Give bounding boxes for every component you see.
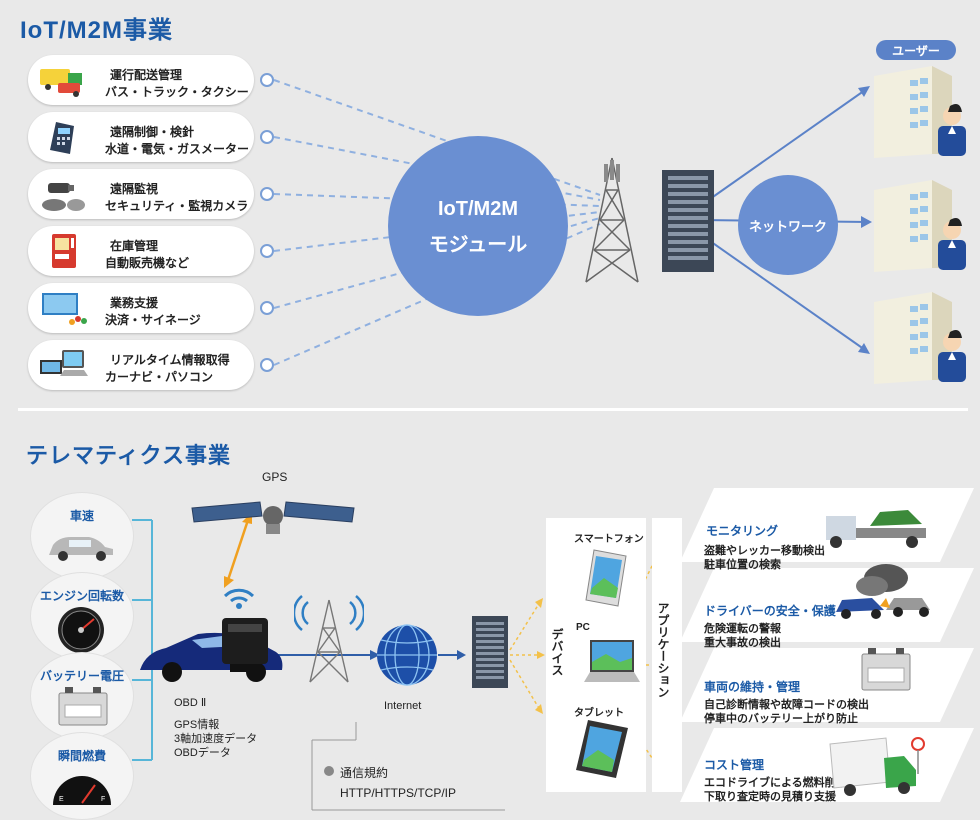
category-surveillance: 遠隔監視 セキュリティ・監視カメラ <box>28 169 254 219</box>
app-title: モニタリング <box>706 524 779 538</box>
car-accident-icon <box>836 564 930 619</box>
wifi-signal-icon <box>223 588 255 609</box>
category-line1: 遠隔制御・検針 <box>110 125 195 139</box>
module-line1: IoT/M2M <box>438 198 518 220</box>
category-inventory: 在庫管理 自動販売機など <box>28 226 254 276</box>
app-line: 停車中のバッテリー上がり防止 <box>704 713 858 725</box>
category-line1: 業務支援 <box>110 296 159 310</box>
application-panel <box>652 518 682 792</box>
app-line: 盗難やレッカー移動検出 <box>704 545 825 557</box>
tow-truck-icon <box>826 510 926 548</box>
tablet-icon <box>576 720 628 778</box>
iot-module-circle: IoT/M2M モジュール <box>388 136 568 316</box>
obd-item: GPS情報 <box>174 719 220 731</box>
sensor-battery: バッテリー電圧 <box>30 652 134 740</box>
category-line2: カーナビ・パソコン <box>105 370 214 384</box>
device-tablet-label: タブレット <box>574 708 624 719</box>
vending-machine-icon <box>52 234 76 268</box>
module-line2: モジュール <box>428 234 528 256</box>
protocol-title: 通信規約 <box>340 766 389 780</box>
antenna-tower-icon <box>585 157 639 283</box>
section-divider <box>18 408 968 411</box>
battery-icon <box>861 648 911 691</box>
delivery-truck-icon <box>829 737 925 796</box>
device-pc-label: PC <box>576 622 590 633</box>
smartphone-icon <box>585 549 627 607</box>
connector-dot <box>260 301 274 315</box>
building-user-icon <box>874 66 966 158</box>
category-line1: 運行配送管理 <box>110 68 183 82</box>
building-user-icon <box>874 292 966 384</box>
connector-dot <box>260 187 274 201</box>
app-line: 下取り査定時の見積り支援 <box>704 791 836 803</box>
app-title: コスト管理 <box>704 758 765 772</box>
sensor-label: エンジン回転数 <box>39 589 124 603</box>
sensor-label: 瞬間燃費 <box>57 749 106 763</box>
sensor-label: バッテリー電圧 <box>39 669 124 683</box>
category-line1: リアルタイム情報取得 <box>110 353 230 367</box>
category-business: 業務支援 決済・サイネージ <box>28 283 254 333</box>
iot-section-title: IoT/M2M事業 <box>20 17 173 44</box>
category-fleet: 運行配送管理 バス・トラック・タクシー <box>28 55 254 105</box>
app-line: 重大事故の検出 <box>704 637 781 649</box>
obd-device-icon <box>222 618 268 672</box>
network-circle: ネットワーク <box>738 175 838 275</box>
category-meter: 遠隔制御・検針 水道・電気・ガスメーター <box>28 112 254 162</box>
signage-icon <box>42 293 87 325</box>
category-line2: 自動販売機など <box>105 256 190 270</box>
server-icon <box>472 616 508 688</box>
device-label: デバイス <box>550 628 564 676</box>
payment-terminal-icon <box>50 122 74 154</box>
gps-satellite-icon <box>191 501 355 534</box>
category-line2: バス・トラック・タクシー <box>105 85 249 99</box>
truck-bus-icon <box>40 69 82 97</box>
sensor-speed: 車速 <box>30 492 134 580</box>
laptop-icon <box>584 640 640 682</box>
user-badge: ユーザー <box>876 40 956 60</box>
connector-dot <box>260 358 274 372</box>
app-title: 車両の維持・管理 <box>704 680 801 694</box>
server-icon <box>662 170 714 272</box>
category-line1: 在庫管理 <box>110 239 159 253</box>
protocol-value: HTTP/HTTPS/TCP/IP <box>340 786 457 800</box>
obd-item: OBDデータ <box>174 747 231 759</box>
connector-dot <box>260 244 274 258</box>
battery-icon <box>58 687 108 726</box>
telematics-section-title: テレマティクス事業 <box>26 443 232 468</box>
app-line: エコドライブによる燃料削減 <box>704 777 847 789</box>
connector-dot <box>260 73 274 87</box>
app-title: ドライバーの安全・保護 <box>704 604 836 618</box>
internet-label: Internet <box>384 700 422 712</box>
security-camera-icon <box>42 183 85 211</box>
obd-item: 3軸加速度データ <box>174 733 258 745</box>
app-line: 駐車位置の検索 <box>704 559 781 571</box>
category-line2: 水道・電気・ガスメーター <box>105 142 250 156</box>
cell-tower-icon <box>294 595 364 683</box>
sensor-rpm: エンジン回転数 <box>30 572 134 660</box>
car-icon <box>49 537 113 561</box>
sensor-label: 車速 <box>69 509 94 523</box>
app-line: 危険運転の警報 <box>704 623 781 635</box>
laptop-navi-icon <box>40 350 88 376</box>
device-smartphone-label: スマートフォン <box>574 534 644 545</box>
tachometer-icon <box>58 607 104 653</box>
category-realtime: リアルタイム情報取得 カーナビ・パソコン <box>28 340 254 390</box>
category-line1: 遠隔監視 <box>110 182 159 196</box>
svg-text:E: E <box>59 796 64 803</box>
building-user-icon <box>874 180 966 272</box>
protocol-bullet <box>324 766 334 776</box>
svg-text:F: F <box>101 796 105 803</box>
obd-title: OBD Ⅱ <box>174 697 207 709</box>
internet-globe-icon <box>377 624 437 686</box>
gps-label: GPS <box>262 470 288 484</box>
connector-dot <box>260 130 274 144</box>
category-line2: 決済・サイネージ <box>105 313 201 327</box>
application-label: アプリケーション <box>656 602 670 698</box>
category-line2: セキュリティ・監視カメラ <box>105 199 249 213</box>
app-line: 自己診断情報や故障コードの検出 <box>704 699 869 711</box>
